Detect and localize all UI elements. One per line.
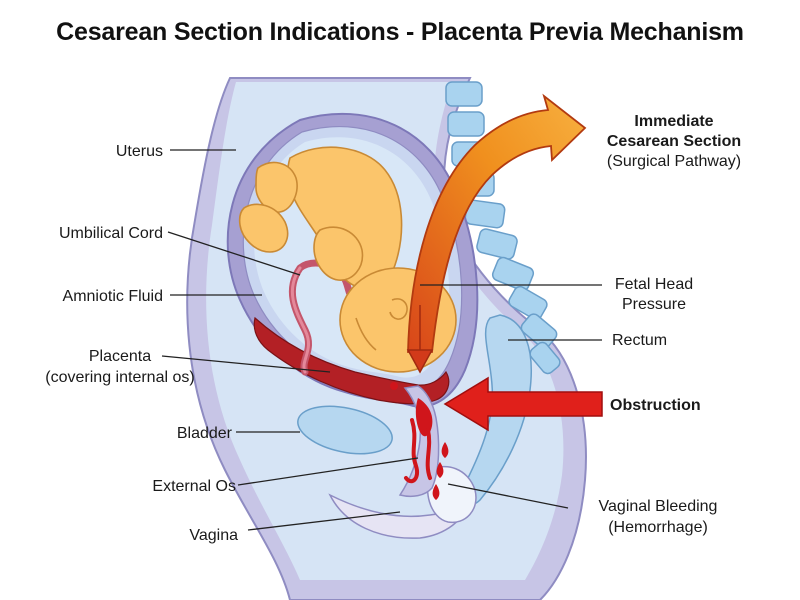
label-immediate: Immediate xyxy=(634,113,713,130)
label-fetal-head-pressure: Pressure xyxy=(622,296,686,313)
obstruction-arrow xyxy=(443,376,603,432)
label-cesarean-section: Cesarean Section xyxy=(607,133,741,150)
label-amniotic-fluid: Amniotic Fluid xyxy=(63,288,163,305)
label-surgical-pathway: (Surgical Pathway) xyxy=(607,153,741,170)
surgical-pathway-arrow xyxy=(407,93,587,353)
label-bladder: Bladder xyxy=(177,425,233,442)
label-vagina: Vagina xyxy=(189,527,238,544)
page-title: Cesarean Section Indications - Placenta … xyxy=(56,18,744,46)
leader-lines xyxy=(161,149,602,531)
label-fetal-head: Fetal Head xyxy=(615,276,693,293)
label-uterus: Uterus xyxy=(116,143,163,160)
label-rectum: Rectum xyxy=(612,332,667,349)
fetal-head-pressure-arrow xyxy=(406,305,434,374)
label-obstruction: Obstruction xyxy=(610,397,701,414)
placenta xyxy=(253,316,450,405)
bladder-shape xyxy=(297,405,393,455)
hemorrhage xyxy=(390,382,449,500)
label-placenta-sub: (covering internal os) xyxy=(45,369,194,386)
label-placenta: Placenta xyxy=(89,348,151,365)
lower-organ xyxy=(426,465,477,524)
label-umbilical-cord: Umbilical Cord xyxy=(59,225,163,242)
label-vaginal-bleeding: Vaginal Bleeding xyxy=(599,498,718,515)
label-hemorrhage: (Hemorrhage) xyxy=(608,519,708,536)
label-external-os: External Os xyxy=(152,478,236,495)
